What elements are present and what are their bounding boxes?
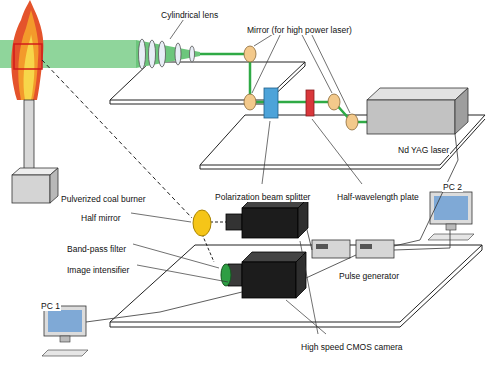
lens xyxy=(159,41,166,67)
leader-line xyxy=(262,121,270,184)
leader-line xyxy=(131,213,191,222)
part-label: Image intensifier xyxy=(66,265,130,275)
pulse-generator xyxy=(312,240,350,258)
laser-sheet xyxy=(136,40,200,68)
camera-body xyxy=(242,262,296,298)
part-label: Pulverized coal burner xyxy=(60,194,147,204)
bench-edge xyxy=(110,245,482,327)
label-holder: Band-pass filter xyxy=(66,238,127,256)
leader-line xyxy=(137,265,228,282)
beam-splitter xyxy=(264,88,278,118)
leader-line xyxy=(312,119,362,184)
display xyxy=(316,244,328,249)
leader-line xyxy=(252,31,282,93)
part-label: Half mirror xyxy=(80,213,122,223)
cable xyxy=(394,230,450,250)
monitor-stand xyxy=(446,224,456,230)
camera-body xyxy=(242,252,306,262)
monitor-stand xyxy=(60,336,70,342)
camera-lens xyxy=(226,214,242,230)
part-label: Nd YAG laser xyxy=(397,145,450,155)
observation-line xyxy=(42,60,192,218)
leader-line xyxy=(286,300,326,334)
lens xyxy=(139,39,146,69)
display xyxy=(360,244,372,249)
part-label: Band-pass filter xyxy=(66,244,127,254)
burner-tube xyxy=(24,100,34,175)
label-holder: PC 1 xyxy=(40,295,61,313)
cable xyxy=(86,292,242,322)
camera-body xyxy=(242,208,298,238)
label-holder: Nd YAG laser xyxy=(397,139,450,157)
label-holder: PC 2 xyxy=(442,176,463,194)
label-holder: High speed CMOS camera xyxy=(300,336,404,354)
wave-plate xyxy=(306,90,314,116)
camera-body xyxy=(298,198,308,238)
leader-line xyxy=(300,241,318,334)
label-holder: Cylindrical lens xyxy=(160,4,219,22)
label-holder: Image intensifier xyxy=(66,259,130,277)
half-mirror xyxy=(193,210,211,236)
flame xyxy=(11,0,43,100)
part-label: Pulse generator xyxy=(338,271,400,281)
part-label: Cylindrical lens xyxy=(160,10,219,20)
label-holder: Pulse generator xyxy=(338,265,400,283)
lens xyxy=(175,43,181,65)
cable xyxy=(306,226,312,250)
lens xyxy=(190,46,195,62)
mirror xyxy=(244,94,256,110)
laser-head xyxy=(367,88,468,100)
lens xyxy=(149,40,156,68)
keyboard xyxy=(428,234,474,240)
label-holder: Polarization beam splitter xyxy=(214,186,311,204)
part-label: Mirror (for high power laser) xyxy=(246,25,353,35)
label-holder: Mirror (for high power laser) xyxy=(246,19,353,37)
band-pass-filter xyxy=(221,264,231,286)
part-label: Half-wavelength plate xyxy=(336,192,420,202)
burner-body xyxy=(12,175,50,203)
laser-beam xyxy=(200,53,250,56)
laser-head xyxy=(367,100,455,134)
label-holder: Pulverized coal burner xyxy=(60,188,147,206)
leader-line xyxy=(300,31,332,93)
flame xyxy=(18,10,38,100)
measurement-region xyxy=(14,44,42,69)
part-label: PC 2 xyxy=(442,182,463,192)
label-holder: Half mirror xyxy=(80,207,122,225)
leader-line xyxy=(310,31,350,113)
mirror xyxy=(244,46,256,62)
laser-head xyxy=(455,88,468,134)
keyboard xyxy=(42,350,88,356)
label-holder: Half-wavelength plate xyxy=(336,186,420,204)
part-label: High speed CMOS camera xyxy=(300,342,404,352)
monitor xyxy=(430,192,472,224)
mirror xyxy=(328,94,340,110)
part-label: Polarization beam splitter xyxy=(214,192,311,202)
observation-line xyxy=(202,234,214,262)
burner-body xyxy=(50,168,58,203)
pulse-generator xyxy=(356,240,394,258)
part-label: PC 1 xyxy=(40,301,61,311)
camera-body xyxy=(296,252,306,298)
screen xyxy=(48,310,82,332)
mirror xyxy=(346,114,358,130)
observation-line xyxy=(210,222,226,223)
leader-line xyxy=(133,244,219,268)
